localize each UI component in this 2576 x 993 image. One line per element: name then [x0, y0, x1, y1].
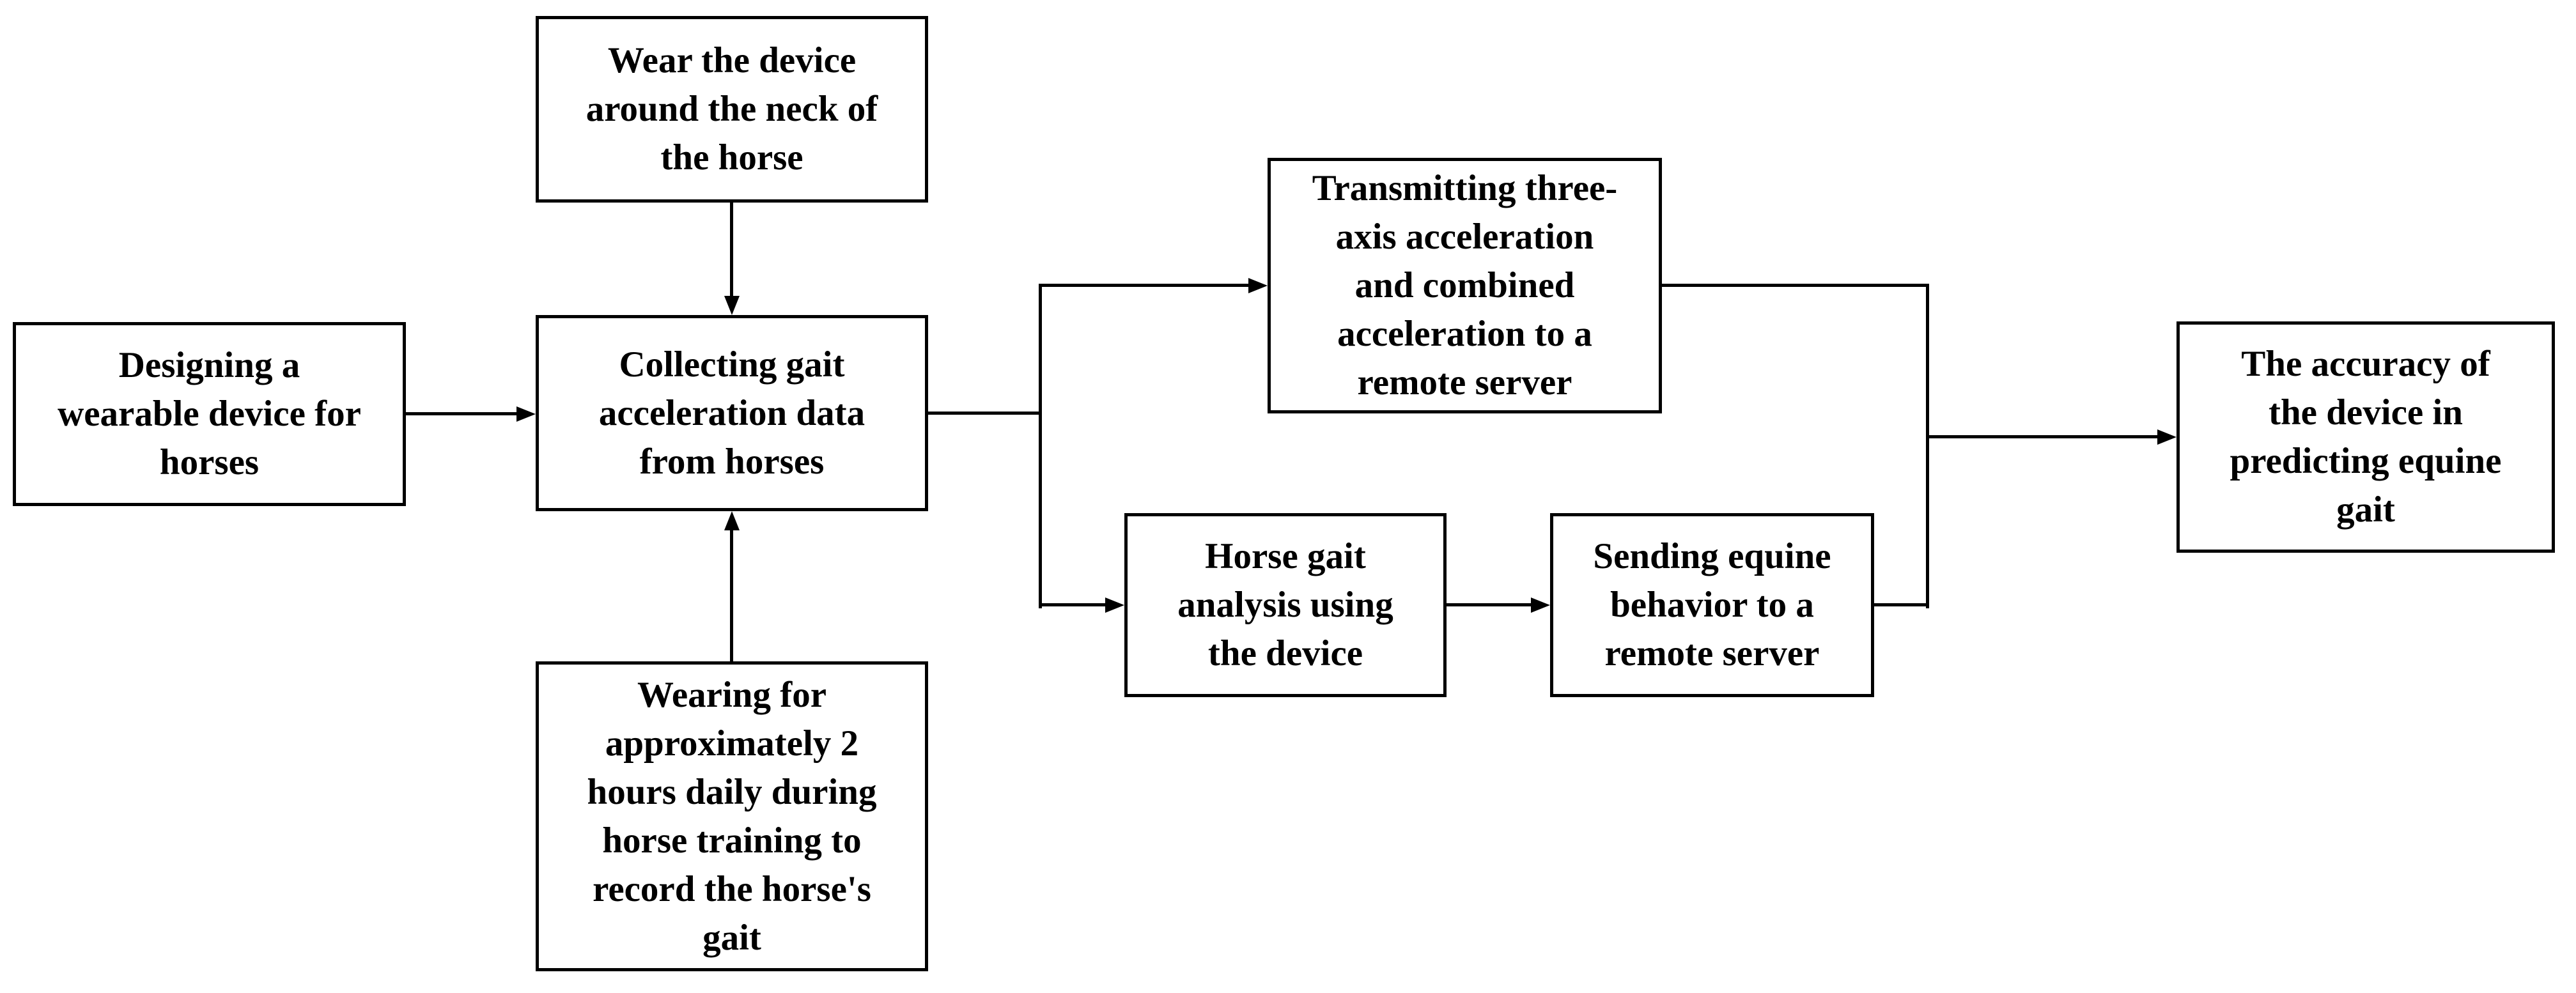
edge-collecting-output-line	[928, 412, 1042, 415]
node-wear-device-around-neck: Wear the device around the neck of the h…	[536, 16, 928, 203]
node-wearing-two-hours-daily: Wearing for approximately 2 hours daily …	[536, 661, 928, 971]
arrowhead-up-icon	[724, 511, 740, 530]
node-collecting-gait-data: Collecting gait acceleration data from h…	[536, 315, 928, 511]
edge-transmitting-output-line	[1662, 284, 1929, 287]
edge-horse-gait-to-sending-line	[1447, 603, 1534, 606]
node-transmitting-acceleration: Transmitting three- axis acceleration an…	[1268, 158, 1662, 413]
arrowhead-down-icon	[724, 296, 740, 315]
edge-split-to-horse-gait-line	[1039, 603, 1108, 606]
edge-designing-to-collecting-line	[406, 412, 520, 415]
arrowhead-right-icon	[1531, 597, 1550, 613]
arrowhead-right-icon	[1248, 278, 1268, 293]
node-device-accuracy: The accuracy of the device in predicting…	[2176, 321, 2555, 553]
split-rail-line	[1039, 284, 1042, 608]
arrowhead-right-icon	[1105, 597, 1124, 613]
node-sending-equine-behavior: Sending equine behavior to a remote serv…	[1550, 513, 1874, 697]
arrowhead-right-icon	[516, 406, 536, 422]
node-horse-gait-analysis: Horse gait analysis using the device	[1124, 513, 1447, 697]
edge-merge-to-accuracy-line	[1927, 435, 2161, 438]
edge-sending-output-line	[1874, 603, 1929, 606]
edge-wear-to-collecting-line	[730, 201, 733, 300]
edge-split-to-transmitting-line	[1039, 284, 1252, 287]
edge-wearing-to-collecting-line	[730, 528, 733, 661]
arrowhead-right-icon	[2157, 429, 2176, 445]
merge-rail-line	[1926, 284, 1929, 608]
node-designing-wearable-device: Designing a wearable device for horses	[13, 322, 406, 506]
